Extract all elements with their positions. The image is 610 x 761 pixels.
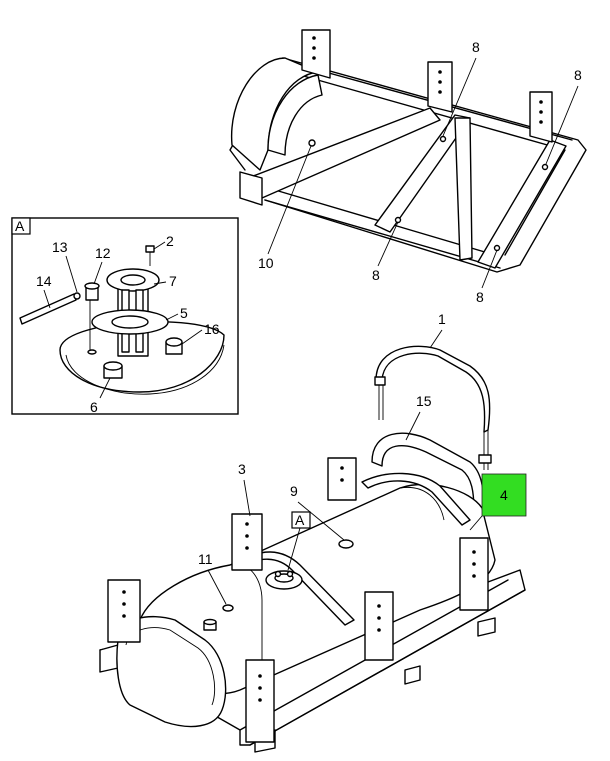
- callout-11: 11: [198, 551, 213, 567]
- callout-8: 8: [372, 267, 380, 283]
- strap-1: [374, 345, 492, 470]
- callout-2: 2: [166, 233, 174, 249]
- callout-9: 9: [290, 483, 298, 499]
- callout-4-highlight[interactable]: [481, 473, 527, 517]
- callout-8: 8: [476, 289, 484, 305]
- callout-3: 3: [238, 461, 246, 477]
- callout-16: 16: [204, 321, 220, 337]
- callout-10: 10: [258, 255, 274, 271]
- callout-6: 6: [90, 399, 98, 415]
- callout-5: 5: [180, 305, 188, 321]
- detail-label: A: [15, 218, 25, 234]
- callout-1: 1: [438, 311, 446, 327]
- callout-4[interactable]: 4: [500, 487, 508, 503]
- callout-12: 12: [95, 245, 111, 261]
- detail-a: A: [11, 217, 239, 415]
- mounting-frame-underside: [229, 29, 587, 273]
- callout-13: 13: [52, 239, 68, 255]
- tank-detail-marker: A: [295, 512, 305, 528]
- callout-7: 7: [169, 273, 177, 289]
- callout-8: 8: [472, 39, 480, 55]
- callout-8: 8: [574, 67, 582, 83]
- fuel-tank-assembly: [99, 457, 526, 753]
- callout-15: 15: [416, 393, 432, 409]
- callout-14: 14: [36, 273, 52, 289]
